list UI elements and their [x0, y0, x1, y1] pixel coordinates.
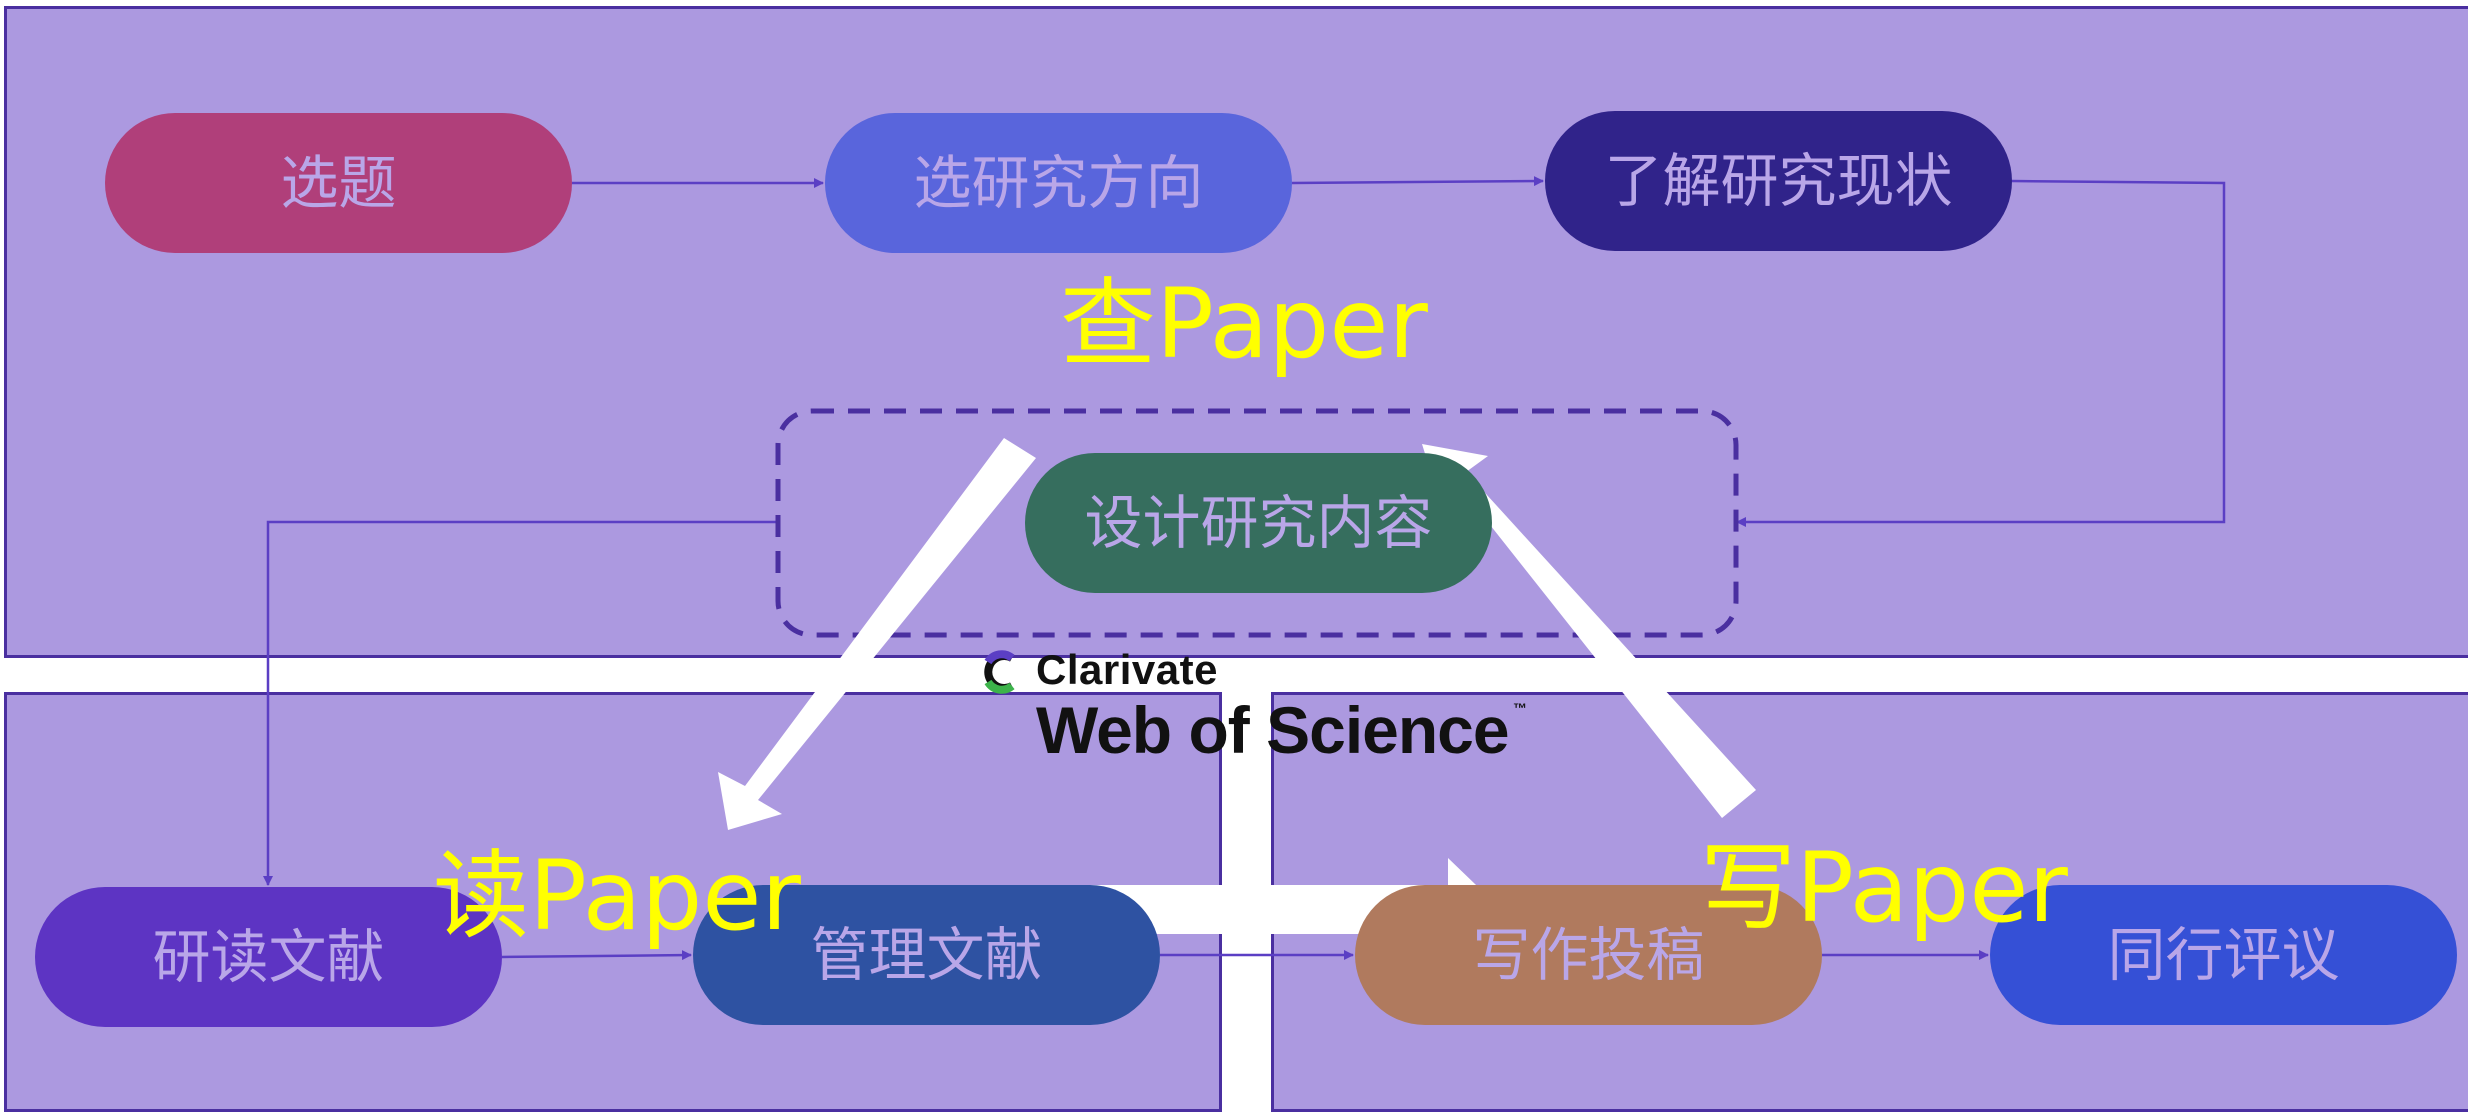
trademark-symbol: ™	[1513, 700, 1527, 716]
arrow-read-to-write	[1026, 858, 1502, 962]
node-research-status: 了解研究现状	[1545, 111, 2012, 251]
label-write-paper: 写Paper	[1700, 832, 2068, 944]
connector-read-manage	[501, 950, 692, 961]
node-xuanti: 选题	[105, 113, 572, 253]
node-research-direction: 选研究方向	[825, 113, 1292, 253]
node-read-literature: 研读文献	[35, 887, 502, 1027]
connector-design-read	[263, 520, 778, 886]
node-peer-review: 同行评议	[1990, 885, 2457, 1025]
node-manage-literature: 管理文献	[693, 885, 1160, 1025]
clarivate-mark-icon	[984, 650, 1015, 694]
connector-direction-status	[1291, 176, 1544, 187]
cycle-arrows	[718, 438, 1756, 962]
connector-status-design	[1736, 179, 2226, 527]
label-read-paper: 读Paper	[433, 840, 801, 952]
node-design-research: 设计研究内容	[1025, 453, 1492, 593]
node-write-submit: 写作投稿	[1355, 885, 1822, 1025]
label-search-paper: 查Paper	[1060, 268, 1428, 380]
clarivate-brand-text: Clarivate	[1036, 646, 1218, 693]
arrow-search-to-read	[718, 438, 1036, 830]
arrow-write-to-search	[1422, 444, 1756, 818]
design-group-dashed-box	[775, 408, 1739, 638]
web-of-science-text: Web of Science	[1036, 693, 1510, 767]
